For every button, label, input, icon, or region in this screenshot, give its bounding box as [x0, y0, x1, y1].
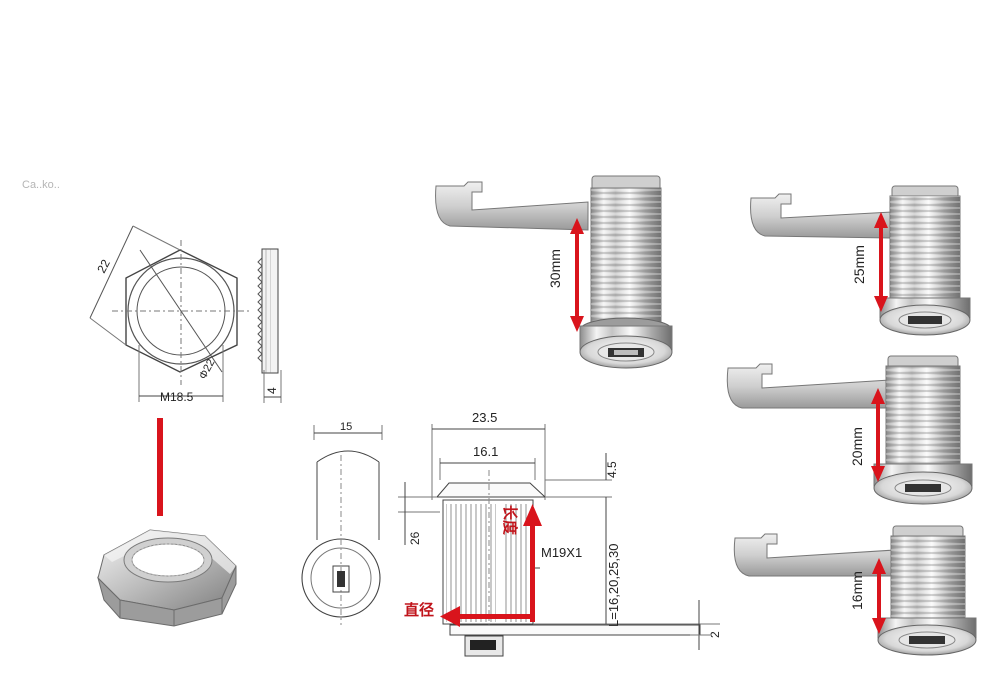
cam-thickness-label: 2: [708, 631, 722, 638]
length-options-label: L=16,20,25,30: [606, 544, 621, 628]
size-arrow-20mm: [871, 388, 885, 482]
size-label-30mm: 30mm: [547, 249, 563, 288]
flange-label: 26: [408, 531, 422, 545]
cam-lock-16mm: [733, 525, 977, 656]
length-cn-label: 长度: [501, 505, 519, 536]
top-offset-label: 4.5: [605, 461, 619, 478]
lock-side-drawing: [398, 424, 720, 657]
size-arrow-25mm: [874, 212, 888, 312]
cam-lock-25mm: [750, 185, 971, 336]
length-red-arrow: [523, 504, 542, 622]
hex-nut-photo: [97, 529, 237, 627]
lock-front-view: [301, 425, 383, 625]
size-label-16mm: 16mm: [849, 571, 865, 610]
size-label-20mm: 20mm: [849, 427, 865, 466]
diameter-cn-label: 直径: [404, 601, 434, 619]
header-faint-text: Ca..ko..: [22, 179, 60, 191]
nut-hexagon-outline: [125, 249, 238, 373]
nut-connector-red-line: [157, 418, 163, 516]
nut-thread-label: M18.5: [160, 390, 194, 404]
cam-lock-20mm: [726, 355, 973, 505]
front-width-label: 15: [340, 421, 352, 433]
diameter-red-arrow: [440, 606, 532, 627]
nut-drawing: [89, 225, 282, 403]
outer-width-label: 23.5: [472, 410, 497, 425]
size-arrow-30mm: [570, 218, 584, 332]
size-arrow-16mm: [872, 558, 886, 634]
nut-thickness-label: 4: [265, 387, 279, 394]
nut-width-label: 22: [94, 257, 113, 276]
cam-lock-30mm: [435, 175, 673, 369]
size-label-25mm: 25mm: [851, 245, 867, 284]
thread-spec-label: M19X1: [541, 545, 582, 560]
inner-width-label: 16.1: [473, 444, 498, 459]
